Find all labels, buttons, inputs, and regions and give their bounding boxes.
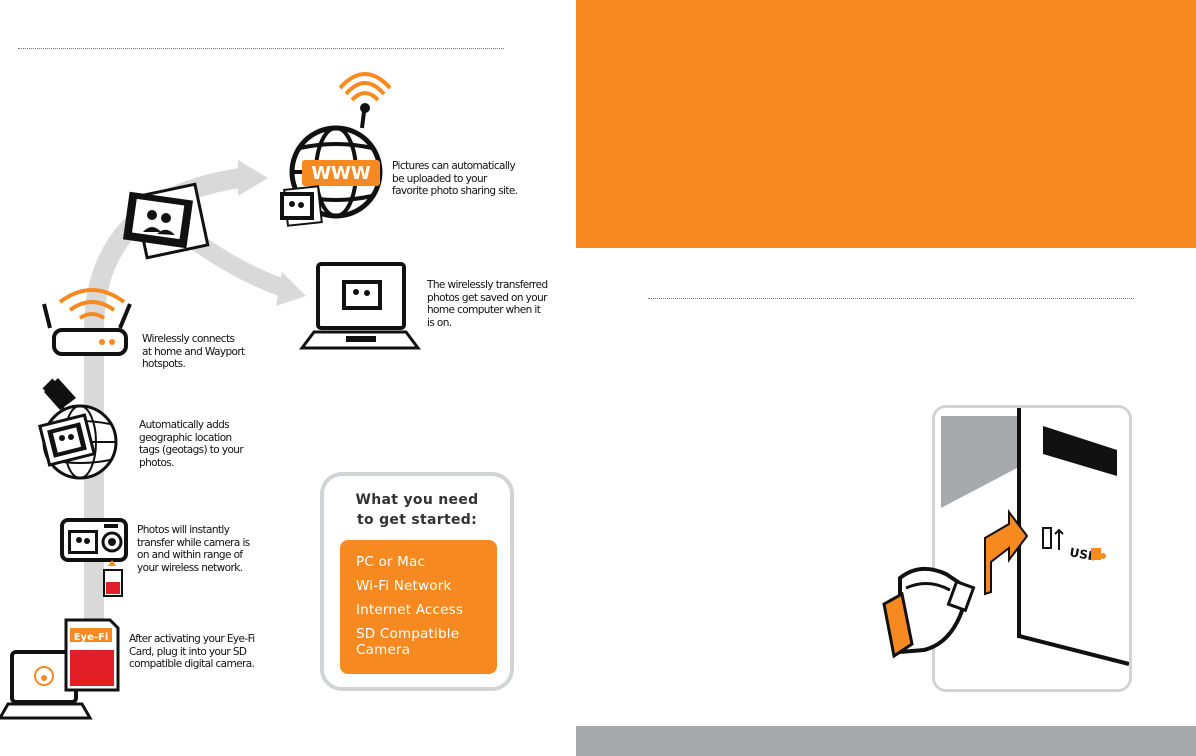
requirement-item: Wi-Fi Network [356, 578, 497, 594]
requirements-box: What you need to get started: PC or Mac … [320, 472, 514, 691]
gray-footer-bar [576, 726, 1196, 756]
requirement-item: SD Compatible Camera [356, 626, 497, 658]
caption-line: be uploaded to your [392, 172, 487, 185]
caption-line: is on. [427, 316, 452, 329]
laptop-icon [299, 262, 421, 350]
card-label: Eye-Fi [74, 632, 109, 643]
requirement-item: PC or Mac [356, 554, 497, 570]
requirements-title-line: to get started: [357, 512, 477, 528]
caption-line: tags (geotags) to your [139, 444, 244, 456]
router-icon [42, 288, 132, 356]
usb-port-illustration: USB [941, 408, 1129, 666]
requirement-text: Wi-Fi Network [356, 578, 452, 594]
caption-line: favorite photo sharing site. [392, 185, 518, 197]
eye-fi-flow-diagram: WWW [0, 72, 421, 720]
camera-icon [60, 518, 128, 597]
caption-line: home computer when it [427, 304, 541, 316]
caption-camera: Photos will instantly transfer while cam… [137, 524, 250, 574]
usb-card-reader-icon [882, 566, 976, 659]
eye-fi-card-icon [0, 618, 120, 720]
requirements-title: What you need to get started: [324, 490, 510, 530]
caption-line: your wireless network. [137, 561, 243, 574]
usb-label: USB [1068, 545, 1098, 564]
caption-line: Automatically adds [139, 419, 230, 431]
requirement-text: Internet Access [356, 602, 464, 618]
caption-line: photos get saved on your [427, 291, 547, 304]
caption-line: photos. [139, 456, 175, 469]
caption-line: on and within range of [137, 549, 243, 561]
caption-line: The wirelessly transferred [427, 279, 548, 291]
caption-line: geographic location [139, 431, 232, 444]
caption-line: Card, plug it into your SD [129, 645, 247, 658]
caption-card: After activating your Eye-Fi Card, plug … [129, 633, 255, 671]
usb-illustration-panel: USB [932, 405, 1132, 692]
caption-router: Wirelessly connects at home and Wayport … [142, 333, 245, 371]
caption-line: transfer while camera is [137, 536, 250, 549]
caption-line: compatible digital camera. [129, 658, 255, 670]
right-divider [648, 298, 1134, 299]
caption-line: Photos will instantly [137, 524, 230, 536]
caption-web: Pictures can automatically be uploaded t… [392, 160, 518, 198]
caption-geotag: Automatically adds geographic location t… [139, 419, 244, 469]
requirement-item: Internet Access [356, 602, 497, 618]
caption-line: After activating your Eye-Fi [129, 633, 255, 645]
www-globe-icon [280, 72, 392, 227]
caption-computer: The wirelessly transferred photos get sa… [427, 279, 548, 329]
geotag-globe-icon [38, 378, 118, 480]
requirements-title-line: What you need [355, 492, 479, 508]
requirement-text: Camera [356, 642, 411, 658]
requirement-text: PC or Mac [356, 554, 426, 570]
caption-line: Wirelessly connects [142, 333, 235, 345]
requirements-list: PC or Mac Wi-Fi Network Internet Access … [340, 540, 497, 674]
requirement-text: SD Compatible [356, 626, 460, 642]
caption-line: at home and Wayport [142, 345, 245, 358]
orange-header-panel [576, 0, 1196, 248]
photo-stack-icon [122, 182, 210, 260]
caption-line: hotspots. [142, 358, 186, 370]
caption-line: Pictures can automatically [392, 160, 516, 172]
globe-label: WWW [311, 163, 371, 184]
top-divider [18, 48, 504, 49]
